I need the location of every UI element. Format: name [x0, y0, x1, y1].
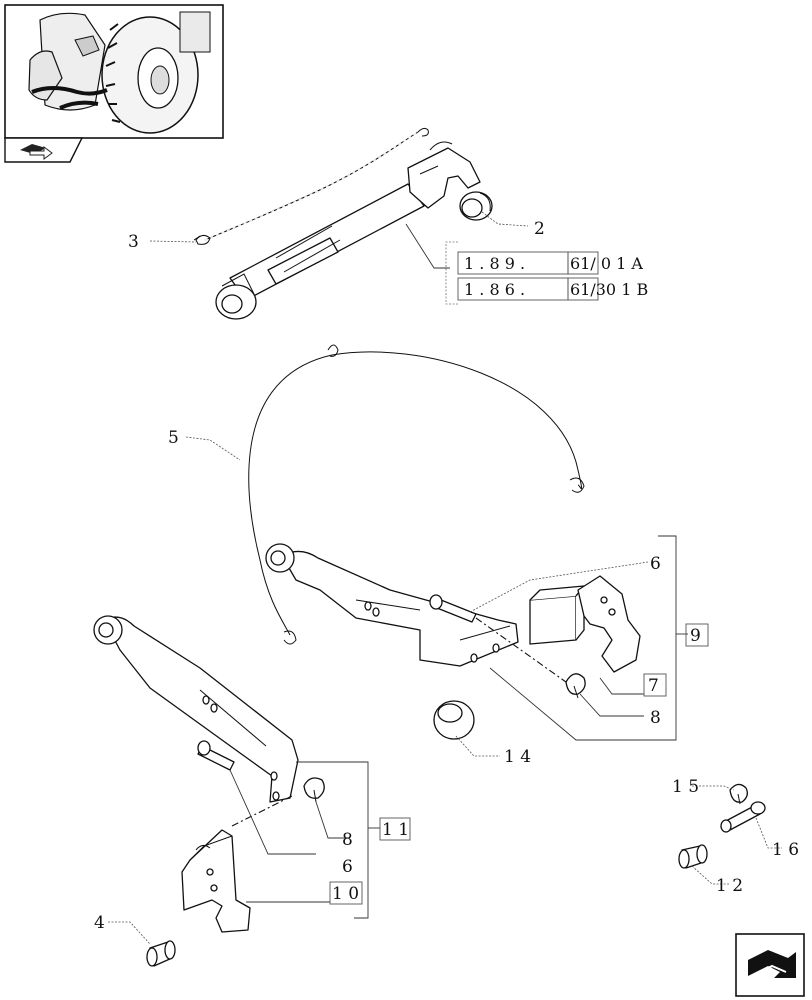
part-2-bushing [459, 191, 493, 221]
part-8-lynch-pin-left [231, 777, 325, 827]
callout-8-left: 8 [342, 830, 353, 850]
part-8-lynch-pin-right [565, 673, 586, 699]
part-15-lynch-pin [729, 783, 748, 805]
callout-14: 1 4 [504, 747, 531, 767]
book-arrow-icon [20, 144, 53, 160]
callout-4: 4 [94, 913, 105, 933]
callout-8-right: 8 [650, 708, 661, 728]
part-14-ball [433, 700, 475, 740]
top-link-assembly [193, 127, 493, 320]
left-lower-link [93, 615, 299, 803]
tractor-rear-thumbnail-icon [28, 11, 211, 134]
part-16-pin [720, 801, 766, 833]
reference-left-text: 1 . 8 6 . [464, 280, 525, 299]
callout-7: 7 [648, 676, 659, 696]
right-lower-link [265, 543, 519, 667]
reference-1-86-61-301B[interactable]: 1 . 8 6 . 61/30 1 B [457, 277, 648, 301]
retaining-chain [193, 127, 429, 245]
part-4-bushing [146, 940, 176, 967]
reference-right-text: 61/ 0 1 A [570, 254, 643, 273]
next-page-arrow-icon[interactable] [735, 933, 805, 997]
callout-11: 1 1 [382, 820, 409, 840]
callout-3: 3 [128, 232, 139, 252]
part-7-hook [529, 575, 641, 673]
part-6-pin-right [429, 594, 581, 693]
callout-6-right: 6 [650, 554, 661, 574]
reference-1-89-61-01A[interactable]: 1 . 8 9 . 61/ 0 1 A [457, 251, 643, 275]
lift-cable [248, 344, 585, 645]
callout-10: 1 0 [332, 884, 359, 904]
callout-12: 1 2 [716, 876, 743, 896]
callout-9: 9 [690, 626, 701, 646]
reference-left-text: 1 . 8 9 . [464, 254, 525, 273]
callout-16: 1 6 [772, 840, 799, 860]
tractor-thumbnail[interactable] [4, 4, 224, 163]
callout-15: 1 5 [672, 777, 699, 797]
callout-6-left: 6 [342, 857, 353, 877]
part-10-hook [181, 829, 251, 933]
reference-right-text: 61/30 1 B [570, 280, 648, 299]
callout-2: 2 [534, 219, 545, 239]
callout-5: 5 [168, 428, 179, 448]
part-12-bushing [678, 844, 708, 869]
